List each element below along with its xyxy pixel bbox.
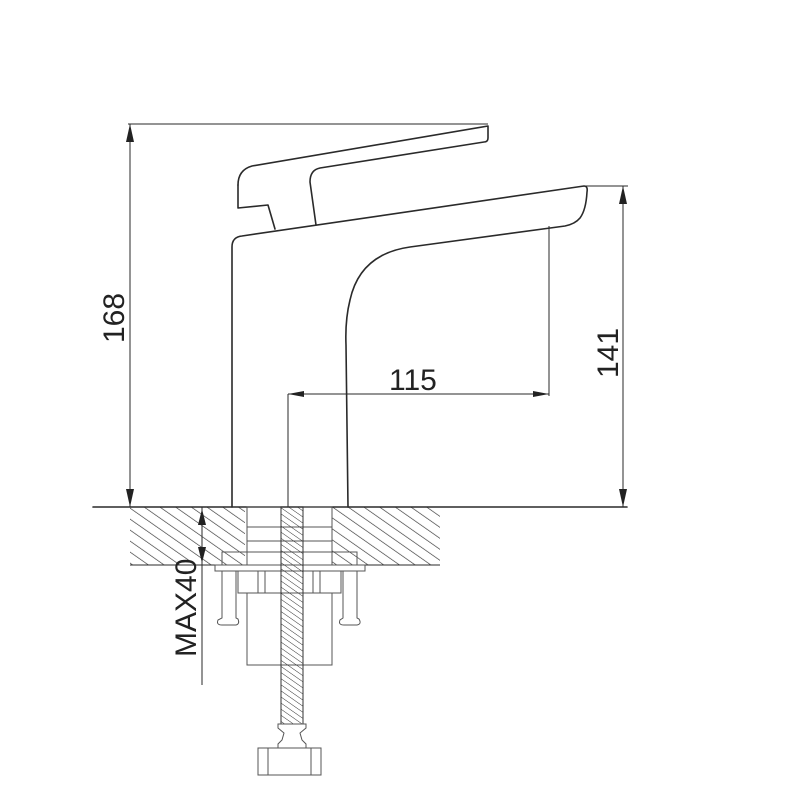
dimension-168-label: 168: [98, 293, 131, 343]
dimension-115-label: 115: [389, 364, 437, 397]
mounting-assembly: [214, 506, 366, 776]
countertop: [130, 507, 440, 566]
faucet-body: [231, 125, 588, 508]
dimension-141-label: 141: [592, 328, 625, 378]
dimension-max40-label: MAX40: [170, 559, 203, 657]
dimension-max-thickness: MAX40: [170, 507, 206, 685]
dimension-overall-height: 168: [98, 123, 488, 507]
dimension-spout-reach: 115: [287, 226, 550, 507]
dimension-spout-height: 141: [584, 185, 628, 507]
